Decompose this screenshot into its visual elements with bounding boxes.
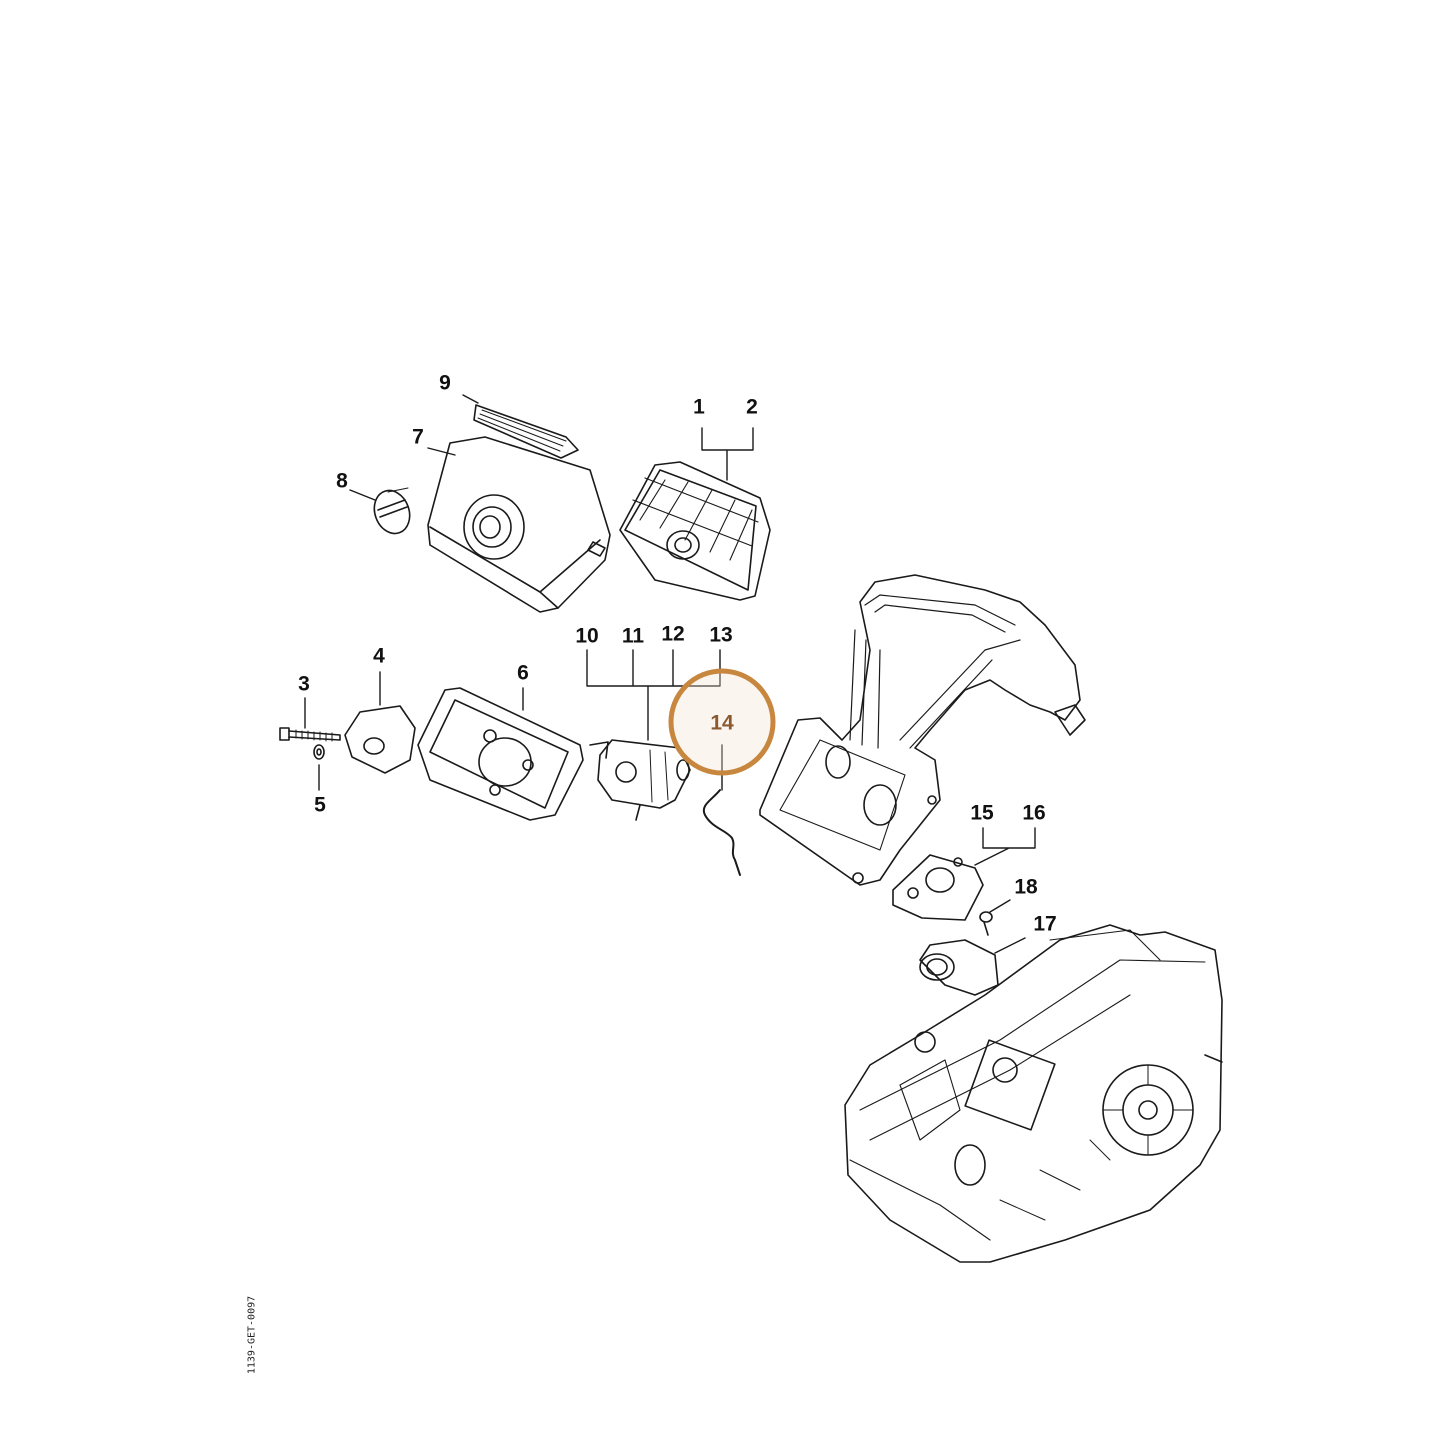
- part-9-decal: [473, 404, 579, 459]
- handle-housing: [759, 574, 1086, 886]
- callout-9[interactable]: 9: [439, 371, 451, 395]
- leader-lines: [304, 394, 1036, 954]
- part-6-carb-box: [417, 687, 584, 821]
- callout-6[interactable]: 6: [517, 661, 529, 685]
- callout-12[interactable]: 12: [661, 622, 685, 646]
- part-7-shroud-cover: [427, 436, 611, 613]
- part-8-knob: [373, 487, 411, 535]
- part-5-washer: [313, 744, 325, 760]
- callout-15[interactable]: 15: [970, 801, 994, 825]
- callout-4[interactable]: 4: [373, 644, 385, 668]
- callout-18[interactable]: 18: [1014, 875, 1038, 899]
- callout-2[interactable]: 2: [746, 395, 758, 419]
- callout-11[interactable]: 11: [621, 624, 645, 648]
- callout-13[interactable]: 13: [709, 623, 733, 647]
- part-3-screw: [279, 727, 341, 742]
- part-4-cover: [344, 705, 416, 774]
- engine-body: [844, 924, 1223, 1263]
- callout-10[interactable]: 10: [575, 624, 599, 648]
- part-17-manifold: [919, 939, 999, 996]
- part-18-screw: [979, 911, 993, 936]
- part-14-wire: [702, 789, 741, 876]
- highlight-circle: [668, 668, 776, 776]
- drawing-code-label: 1139-GET-0097: [246, 1295, 258, 1375]
- part-10-13-carburetor: [589, 739, 691, 821]
- callout-1[interactable]: 1: [693, 395, 705, 419]
- callout-16[interactable]: 16: [1022, 801, 1046, 825]
- callout-5[interactable]: 5: [314, 793, 326, 817]
- part-1-2-air-filter: [619, 461, 771, 601]
- callout-17[interactable]: 17: [1033, 912, 1057, 936]
- callout-3[interactable]: 3: [298, 672, 310, 696]
- callout-8[interactable]: 8: [336, 469, 348, 493]
- callout-7[interactable]: 7: [412, 425, 424, 449]
- callout-14[interactable]: 14: [710, 711, 734, 735]
- part-15-16-flange: [892, 854, 984, 921]
